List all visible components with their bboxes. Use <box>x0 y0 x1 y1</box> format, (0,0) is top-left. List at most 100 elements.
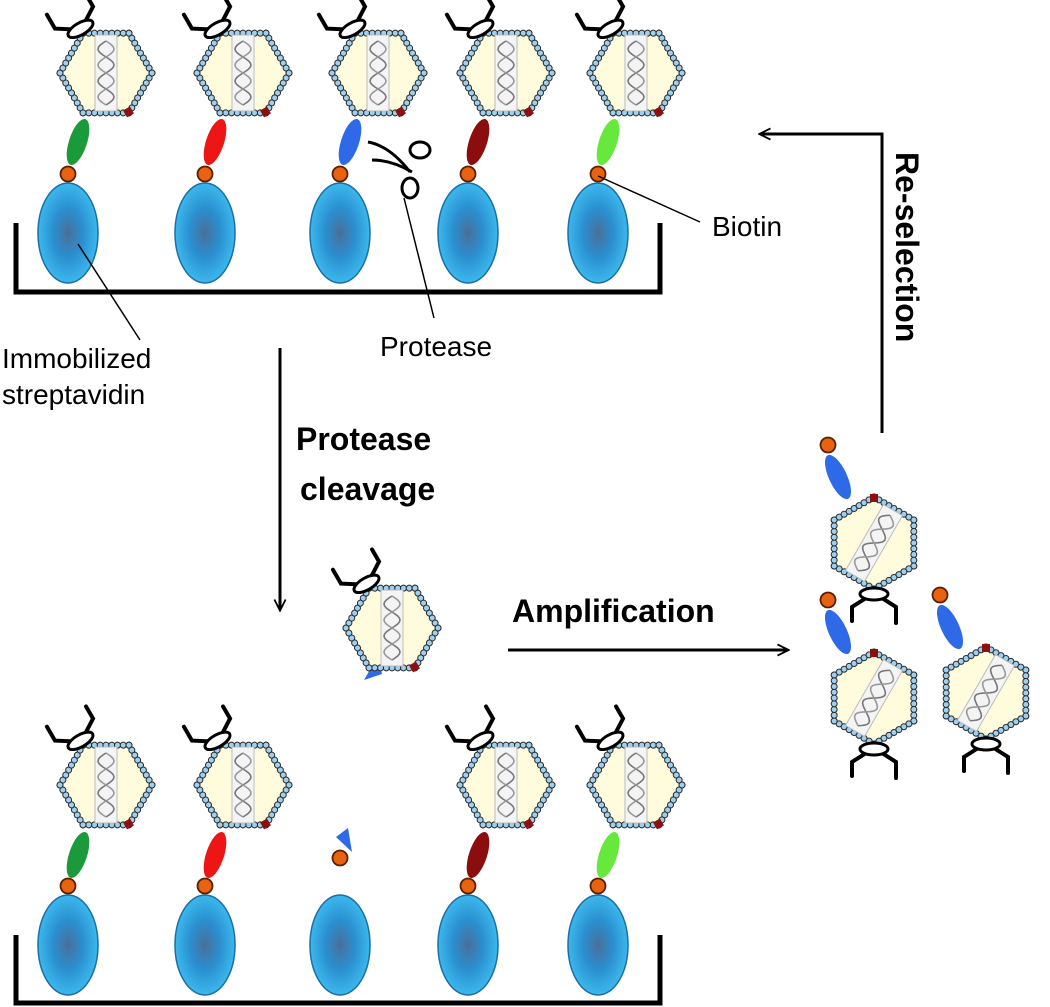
streptavidin-icon <box>309 894 371 996</box>
streptavidin-icon <box>37 894 99 996</box>
dna-icon <box>231 34 255 112</box>
substrate-peptide <box>824 454 852 500</box>
dna-icon <box>94 746 118 824</box>
phage-icon <box>181 704 293 830</box>
tail-plate <box>203 730 232 752</box>
dna-strand <box>369 40 387 106</box>
linker <box>982 644 990 652</box>
dna-strand <box>97 752 115 818</box>
substrate-peptide <box>466 832 490 878</box>
dna-strand <box>853 514 895 572</box>
phage-tail <box>574 0 626 40</box>
dna-strand <box>97 40 115 106</box>
cleaved-substrate-fragment <box>336 828 352 852</box>
phage-tail <box>444 0 496 40</box>
substrate-peptide <box>203 119 227 165</box>
phage-icon <box>942 643 1030 775</box>
biotin-icon <box>819 436 837 454</box>
phage-tail <box>444 704 496 752</box>
capsid-bead <box>830 683 838 690</box>
capsid-bead <box>942 701 950 708</box>
biotin-icon <box>459 165 477 183</box>
linker <box>395 106 406 118</box>
capsid-bead <box>285 69 293 77</box>
capsid-bead <box>830 677 838 685</box>
bottom-row-phages <box>44 704 686 895</box>
scissors-icon <box>367 140 432 200</box>
capsid-bead <box>910 522 918 530</box>
capsid-bead <box>910 516 918 524</box>
phage-tail <box>330 547 382 595</box>
capsid-bead <box>1022 683 1030 691</box>
capsid-bead <box>910 694 918 702</box>
capsid-bead <box>942 666 950 674</box>
phage-icon <box>830 493 918 625</box>
capsid-bead <box>910 533 918 541</box>
dna-icon <box>844 658 904 738</box>
capsid-bead <box>420 69 428 77</box>
released-phage <box>330 547 442 680</box>
streptavidin-icon <box>174 182 236 284</box>
linker <box>653 106 664 118</box>
top-row-phages <box>44 0 686 183</box>
capsid-bead <box>830 706 838 713</box>
capsid-bead <box>148 781 156 789</box>
biotin-pointer <box>597 175 701 223</box>
reselection-label: Re-selection <box>889 152 925 342</box>
dna-icon <box>380 589 404 667</box>
substrate-peptide <box>66 832 90 878</box>
streptavidin-icon <box>567 894 629 996</box>
linker <box>260 106 271 118</box>
phage-icon <box>330 547 442 673</box>
protease-label: Protease <box>380 331 492 362</box>
dna-strand <box>234 40 252 106</box>
capsid-bead <box>910 528 918 535</box>
phage-tail <box>962 736 1010 775</box>
substrate-peptide <box>338 119 362 165</box>
capsid-bead <box>548 781 556 789</box>
capsid-bead <box>910 706 918 713</box>
tail-plate <box>858 586 890 602</box>
capsid-bead <box>830 533 838 541</box>
phage-icon <box>574 704 686 830</box>
phage-tail <box>316 0 368 40</box>
capsid-bead <box>910 539 918 547</box>
capsid-bead <box>830 545 838 553</box>
immobilized-streptavidin-label-line2: streptavidin <box>2 379 145 410</box>
tail-plate <box>466 18 495 40</box>
protease-cleavage-label-line2: cleavage <box>300 471 435 507</box>
capsid-bead <box>910 683 918 690</box>
capsid-bead <box>910 688 918 696</box>
dna-strand <box>497 752 515 818</box>
linker <box>653 818 664 830</box>
dna-strand <box>234 752 252 818</box>
dna-icon <box>956 653 1016 733</box>
substrate-peptide <box>66 119 90 165</box>
linker <box>870 649 878 657</box>
linker <box>523 818 534 830</box>
phage-icon <box>444 704 556 830</box>
capsid-bead <box>910 677 918 685</box>
phage-icon <box>574 0 686 118</box>
phage-tail <box>44 704 96 752</box>
biotin-icon <box>331 849 349 867</box>
linker <box>123 818 134 830</box>
biotin-icon <box>931 586 949 604</box>
substrate-peptide <box>466 119 490 165</box>
linker <box>409 661 420 673</box>
dna-icon <box>624 746 648 824</box>
capsid-bead <box>678 781 686 789</box>
phage-icon <box>44 0 156 118</box>
tail-plate <box>66 730 95 752</box>
dna-icon <box>494 34 518 112</box>
dna-strand <box>383 595 401 661</box>
streptavidin-group <box>37 182 629 996</box>
capsid-bead <box>434 624 442 632</box>
dna-strand <box>965 664 1007 722</box>
phage-icon <box>181 0 293 118</box>
streptavidin-icon <box>567 182 629 284</box>
biotin-icon <box>59 165 77 183</box>
capsid-bead <box>830 528 838 535</box>
substrate-peptide <box>824 609 852 655</box>
substrate-peptide <box>936 604 964 650</box>
